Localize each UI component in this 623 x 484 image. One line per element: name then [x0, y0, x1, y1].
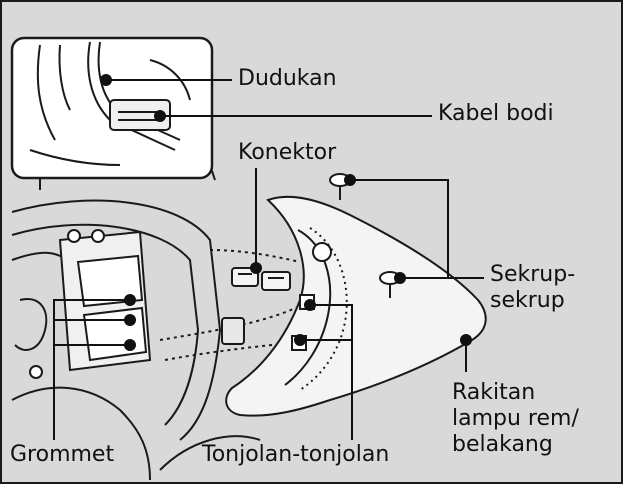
label-tonjolan: Tonjolan-tonjolan	[202, 442, 390, 467]
inset-detail	[10, 36, 214, 190]
label-konektor: Konektor	[238, 140, 337, 165]
label-kabel-bodi: Kabel bodi	[438, 101, 554, 126]
label-grommet: Grommet	[10, 442, 115, 467]
label-sekrup-line1: Sekrup-	[490, 262, 576, 287]
leader-lines	[53, 74, 484, 440]
connector-part	[231, 267, 291, 291]
label-rakitan-line2: lampu rem/	[452, 406, 579, 431]
label-dudukan: Dudukan	[238, 66, 337, 91]
label-rakitan-line3: belakang	[452, 432, 553, 457]
label-rakitan-line1: Rakitan	[452, 380, 536, 405]
tail-lamp-assembly	[225, 195, 487, 417]
label-sekrup-line2: sekrup	[490, 288, 565, 313]
